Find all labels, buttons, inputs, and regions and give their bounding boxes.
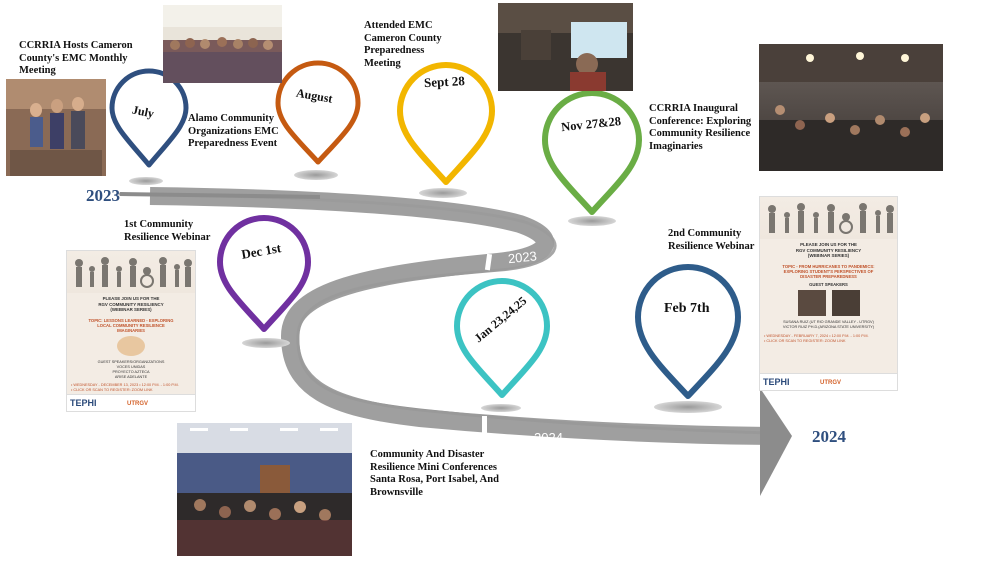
family-silhouette-icon: [768, 203, 894, 234]
flyer2-date: • WEDNESDAY - FEBRUARY 7, 2024 • 12:00 P…: [764, 333, 869, 343]
marker-label-feb: Feb 7th: [664, 301, 710, 316]
flyer1-speakers: GUEST SPEAKERS/ORGANIZATIONS VOCES UNIDA…: [97, 360, 165, 379]
flyer2-logo-utrgv: UTRGV: [820, 380, 841, 386]
flyer2-speaker-photos: [760, 290, 897, 317]
flyer2-logo-tephi: TEPHI: [763, 377, 790, 387]
road-year-label-2024: 2024: [534, 430, 563, 445]
marker-shadow: [568, 216, 616, 226]
flyer-webinar-1: PLEASE JOIN US FOR THE RGV COMMUNITY RES…: [66, 250, 196, 412]
flyer1-logo-bar: TEPHI UTRGV: [67, 394, 195, 411]
marker-shadow: [242, 338, 290, 348]
flyer2-header: PLEASE JOIN US FOR THE RGV COMMUNITY RES…: [795, 242, 862, 258]
marker-shadow: [294, 170, 338, 180]
photo-inaugural-conference: [759, 44, 943, 171]
marker-pin-feb: [635, 264, 741, 399]
year-start-label: 2023: [86, 186, 120, 205]
year-end-label: 2024: [812, 427, 846, 446]
speaker-photo: [831, 290, 860, 317]
caption-mini-conferences: Community And Disaster Resilience Mini C…: [370, 449, 499, 498]
caption-inaugural: CCRRIA Inaugural Conference: Exploring C…: [649, 103, 752, 152]
marker-label-nov: Nov 27&28: [560, 114, 621, 134]
family-silhouette-icon: [75, 257, 192, 288]
flyer1-header: PLEASE JOIN US FOR THE RGV COMMUNITY RES…: [98, 296, 164, 312]
flyer2-logo-bar: TEPHI UTRGV: [760, 373, 897, 390]
flyer1-logo-tephi: TEPHI: [70, 398, 97, 408]
marker-shadow: [129, 177, 163, 185]
flyer-silhouettes: [67, 251, 195, 293]
flyer1-topic: TOPIC: LESSONS LEARNED - EXPLORING LOCAL…: [88, 317, 174, 333]
caption-alamo: Alamo Community Organizations EMC Prepar…: [188, 113, 279, 149]
marker-label-august: August: [295, 86, 334, 106]
marker-pin-august: [275, 60, 361, 165]
marker-shadow: [419, 188, 467, 198]
photo-emc-meeting: [498, 3, 633, 91]
road-divider: [482, 416, 487, 436]
caption-attended-emc: Attended EMC Cameron County Preparedness…: [364, 20, 442, 69]
marker-label-july: July: [131, 102, 155, 120]
marker-label-sept: Sept 28: [424, 73, 466, 90]
caption-cameron-hosts: CCRRIA Hosts Cameron County's EMC Monthl…: [19, 40, 133, 76]
speaker-photo: [797, 290, 826, 317]
timeline-arrowhead: [760, 388, 792, 496]
photo-cameron-meeting: [6, 79, 106, 176]
flyer2-speakers-title: GUEST SPEAKERS: [809, 282, 848, 288]
marker-pin-nov: [542, 90, 642, 215]
marker-pin-july: [109, 68, 189, 168]
flyer-webinar-2: PLEASE JOIN US FOR THE RGV COMMUNITY RES…: [759, 196, 898, 391]
road-divider: [484, 253, 493, 271]
timeline-road-thin: [119, 192, 321, 199]
marker-shadow: [481, 404, 521, 412]
marker-label-dec: Dec 1st: [240, 240, 283, 262]
caption-webinar-2: 2nd Community Resilience Webinar: [668, 228, 755, 252]
flyer2-silhouettes: [760, 197, 897, 239]
photo-alamo-event: [163, 5, 282, 83]
marker-pin-sept: [397, 62, 495, 185]
flyer2-speakers: SUSANA RUIZ (UT RIO GRANDE VALLEY - UTRG…: [782, 320, 875, 330]
marker-pin-dec: [217, 215, 311, 332]
marker-pin-jan: [454, 278, 550, 398]
caption-webinar-1: 1st Community Resilience Webinar: [124, 219, 211, 243]
marker-shadow: [654, 401, 722, 413]
flyer2-topic: TOPIC - FROM HURRICANES TO PANDEMICS: EX…: [782, 263, 875, 279]
photo-mini-conference: [177, 423, 352, 556]
flyer1-emblem: [117, 336, 145, 357]
flyer1-date: • WEDNESDAY - DECEMBER 13, 2023 • 12:00 …: [71, 383, 179, 393]
road-year-label-2023: 2023: [507, 248, 537, 266]
flyer1-logo-utrgv: UTRGV: [127, 401, 148, 407]
timeline-road-body: [149, 187, 771, 445]
